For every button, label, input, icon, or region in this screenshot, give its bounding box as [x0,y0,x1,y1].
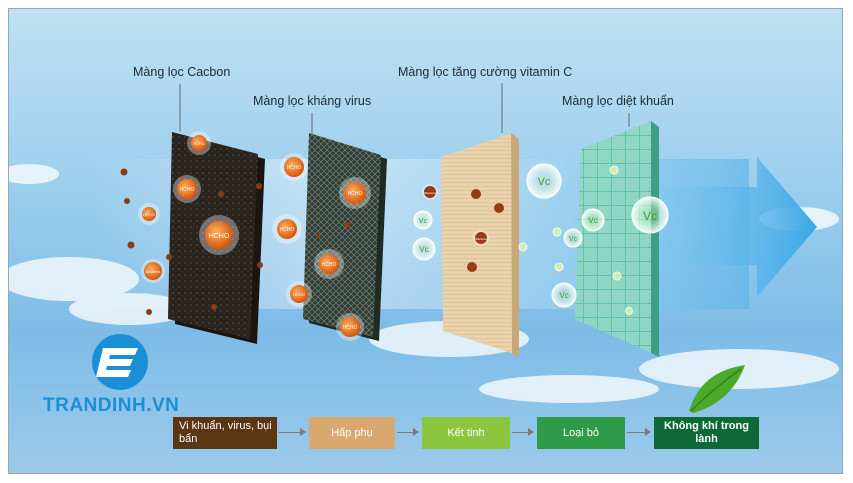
process-arrow [397,428,419,436]
vitamin-c-particle: Vc [551,282,577,308]
svg-text:HCHO: HCHO [322,262,337,268]
svg-text:HCHO: HCHO [287,165,302,171]
label-vitaminc-filter: Màng lọc tăng cường vitamin C [398,65,573,79]
svg-text:Vc: Vc [419,218,428,225]
bacteria-particle: Bacteria [141,259,165,283]
vitamin-c-particle: Vc [581,208,605,232]
hcho-particle: HCHO [138,203,160,225]
process-arrow [627,428,651,436]
flow-arrow-icon [659,157,817,297]
svg-text:HCHO: HCHO [293,292,305,297]
process-step-1: Vi khuẩn, virus, bụi bẩn [173,417,277,449]
hcho-particle: HCHO [314,249,344,279]
label-antibacterial-filter: Màng lọc diệt khuẩn [562,94,674,108]
process-step-2: Hấp phụ [309,417,395,449]
svg-text:Bacteria: Bacteria [146,269,161,274]
vitaminc-filter [441,133,519,357]
label-antivirus-filter: Màng lọc kháng virus [253,94,372,108]
process-arrow [279,428,306,436]
hcho-particle: HCHO [199,215,239,255]
filter-scene: HCHO HCHO HCHO HCHO Bacteria HCHO HCHO [9,83,839,413]
hcho-particle: HCHO [336,313,364,341]
svg-text:Vc: Vc [419,245,428,254]
process-step-4: Loại bỏ [537,417,625,449]
svg-text:HCHO: HCHO [209,233,230,240]
antivirus-filter [303,133,387,341]
process-arrow [512,428,534,436]
hcho-particle: HCHO [173,175,201,203]
vitamin-c-particle: Vc [412,237,436,261]
vitamin-c-particle: Vc [631,196,669,234]
leaf-icon [689,365,745,413]
svg-text:Vc: Vc [643,209,657,223]
svg-text:Bacteria: Bacteria [424,191,435,195]
brand-name: TRANDINH.VN [43,395,180,416]
vitamin-c-particle: Vc [526,163,562,199]
svg-text:Vc: Vc [588,216,597,225]
svg-text:HCHO: HCHO [343,325,358,331]
bacteria-particle: Bacteria [473,230,489,246]
bacteria-particle: Bacteria [422,184,438,200]
svg-text:HCHO: HCHO [348,191,363,197]
hcho-particle: HCHO [272,214,302,244]
svg-text:HCHO: HCHO [193,141,205,146]
svg-text:Vc: Vc [569,236,578,243]
process-step-5: Không khí trong lành [654,417,759,449]
svg-text:HCHO: HCHO [180,187,195,193]
svg-text:HCHO: HCHO [143,212,155,217]
antibacterial-filter [575,121,659,357]
vitamin-c-particle: Vc [413,210,433,230]
etra-logo-icon [92,334,148,390]
leader-lines [179,83,630,135]
hcho-particle: HCHO [187,131,211,155]
particles: HCHO HCHO HCHO HCHO Bacteria HCHO HCHO [120,131,669,341]
hcho-particle: HCHO [339,177,371,209]
svg-text:Vc: Vc [538,176,551,188]
hcho-particle: HCHO [280,153,308,181]
filter-diagram: HCHO HCHO HCHO HCHO Bacteria HCHO HCHO [8,8,843,474]
vitamin-c-particle: Vc [563,228,583,248]
hcho-particle: HCHO [286,281,312,307]
label-carbon-filter: Màng lọc Cacbon [133,65,231,79]
svg-text:Bacteria: Bacteria [475,237,486,241]
process-step-3: Kết tinh [422,417,510,449]
svg-text:HCHO: HCHO [280,227,295,233]
svg-text:Vc: Vc [559,291,568,300]
